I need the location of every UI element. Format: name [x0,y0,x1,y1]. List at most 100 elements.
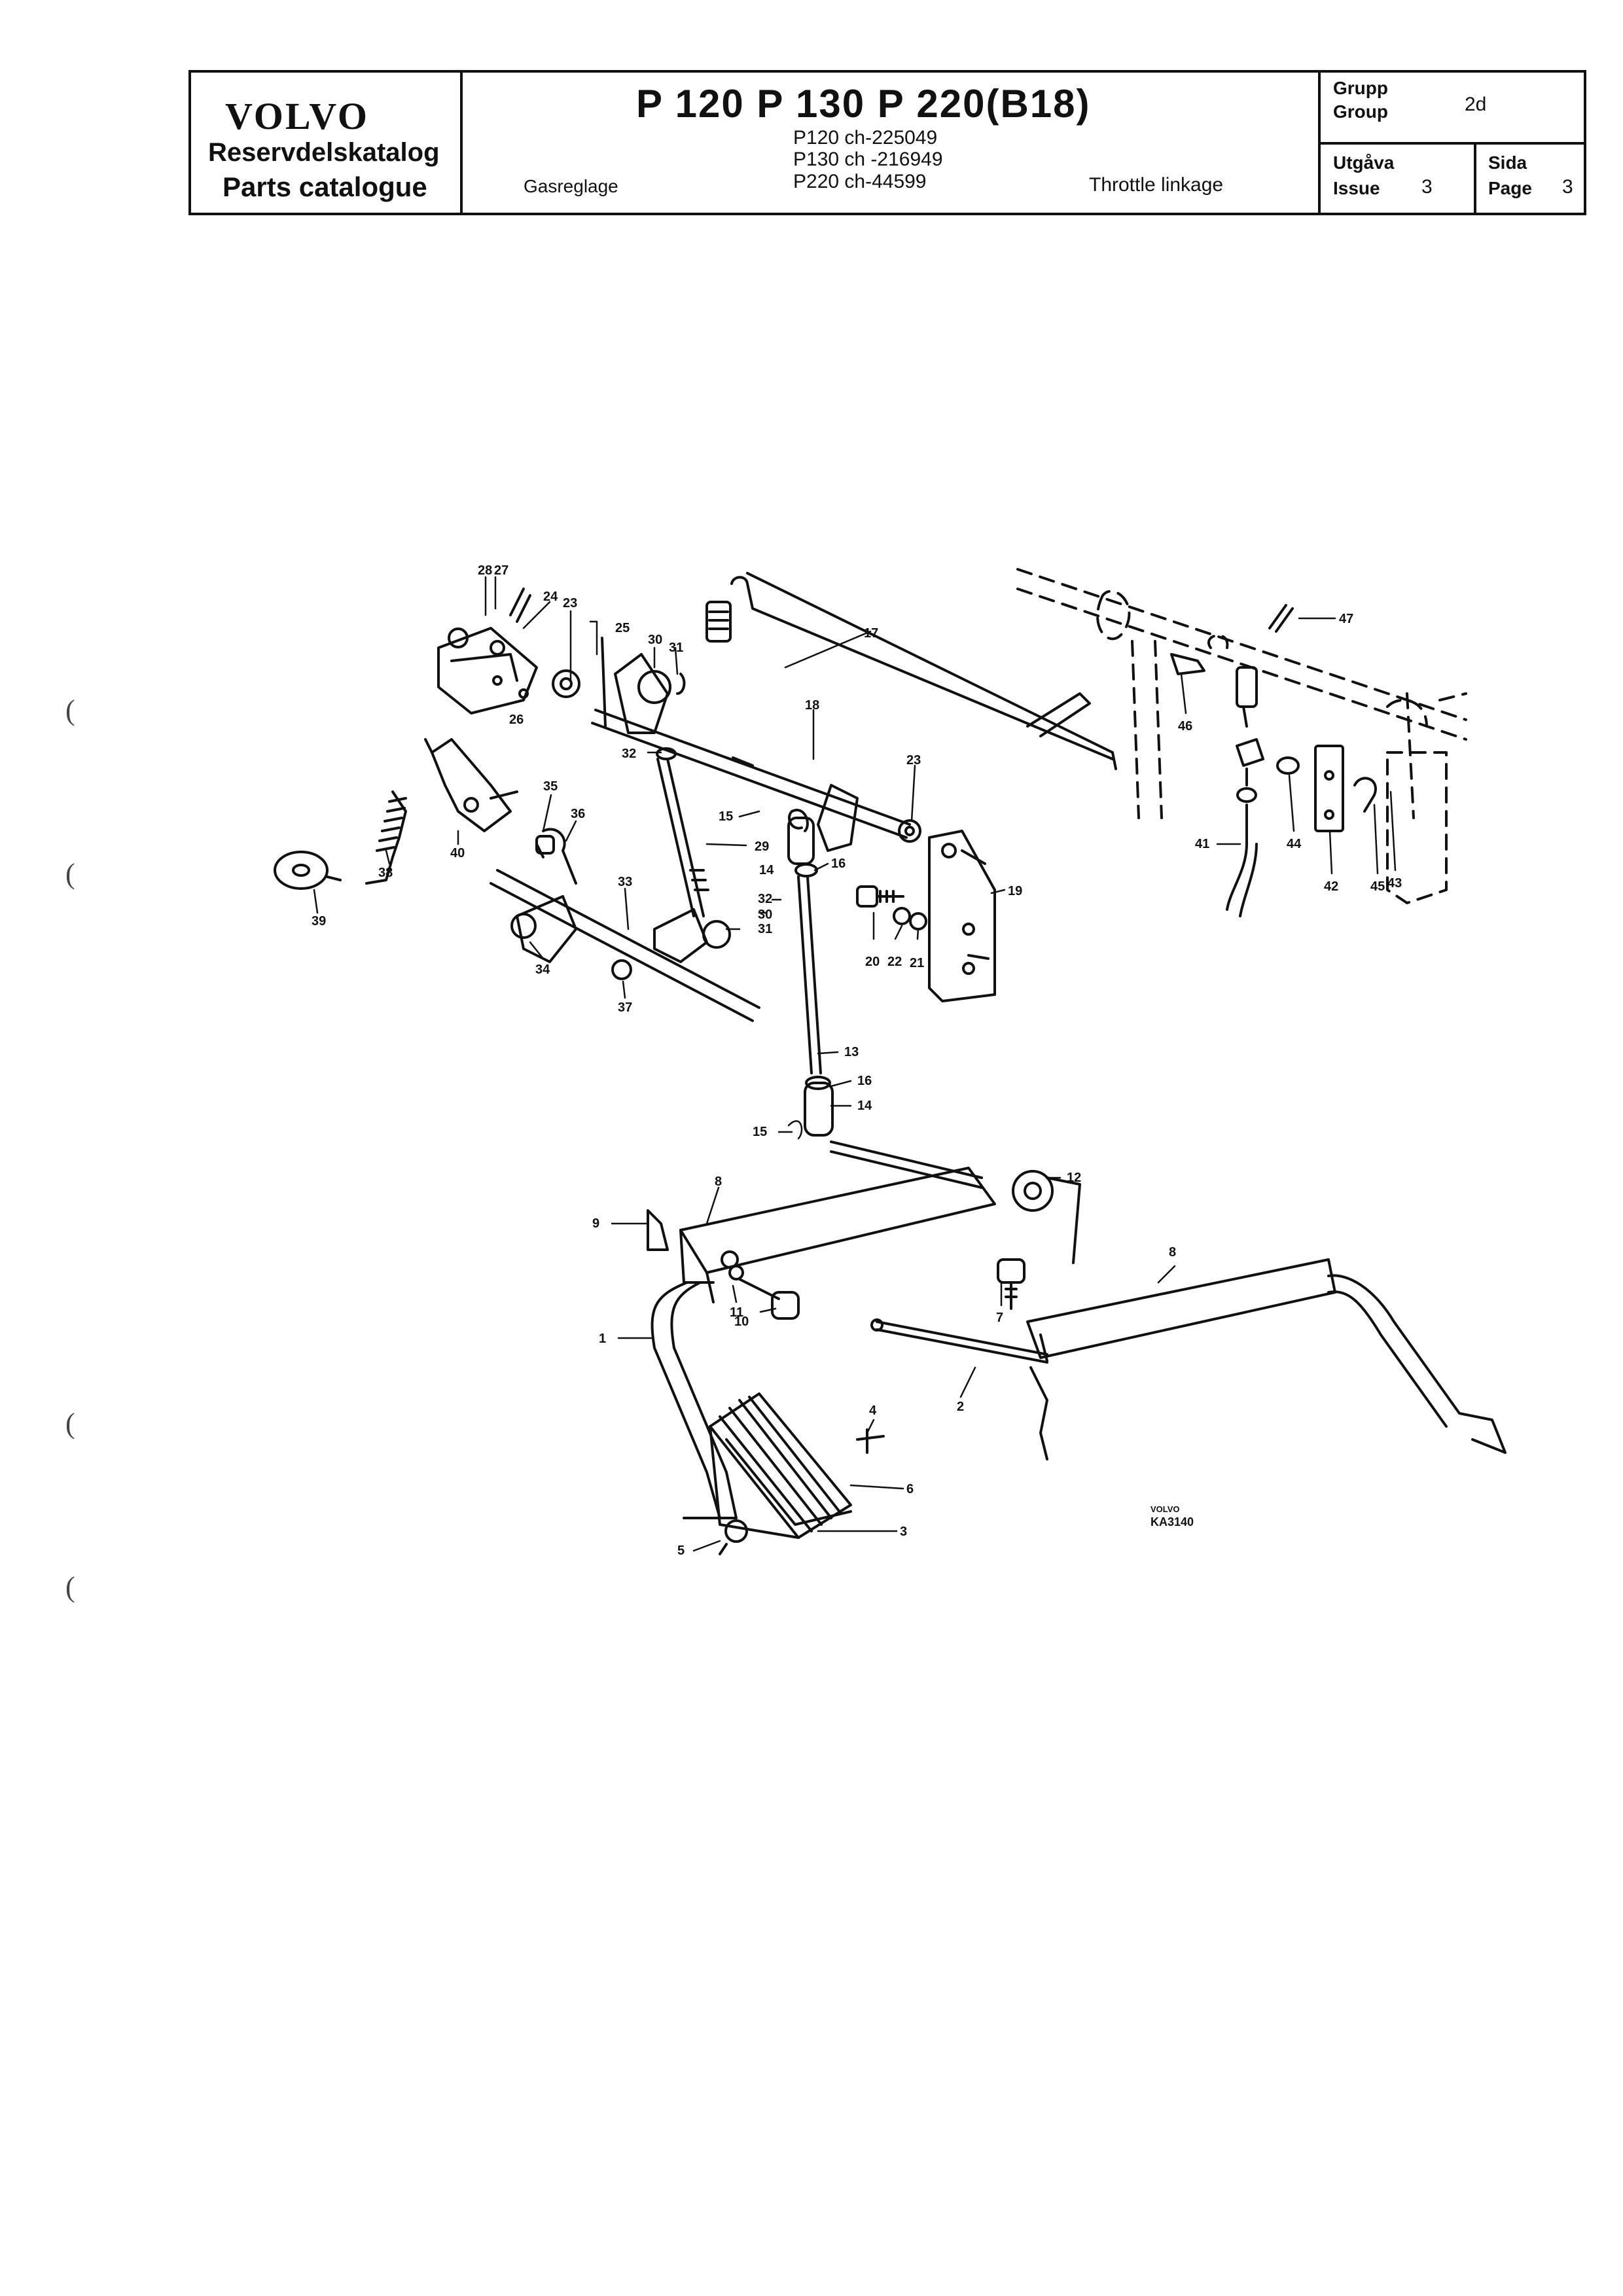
callout: 24 [543,590,558,604]
callout: 7 [996,1311,1004,1325]
callout: 26 [509,713,524,727]
lever-assembly-33 [490,828,760,1022]
callout: 8 [1169,1245,1177,1260]
callout: 5 [677,1544,685,1558]
figure-code: KA3140 [1150,1515,1194,1528]
spring-bracket-38-40 [274,738,518,890]
callout: 38 [378,866,393,880]
callout: 29 [755,839,770,854]
callout: 1 [599,1332,607,1346]
callout: 31 [758,922,773,936]
callout: 6 [906,1482,914,1496]
callout: 15 [719,809,734,824]
callout: 12 [1067,1171,1082,1185]
callout: 36 [571,807,586,821]
callout: 21 [910,956,925,970]
callout: 23 [906,753,921,768]
bolt-20-22-21 [856,885,927,930]
figure-brand-mark: VOLVO [1150,1504,1180,1514]
callout: 42 [1324,879,1339,894]
callout: 25 [615,621,630,635]
callout: 19 [1008,884,1023,898]
callout: 44 [1287,837,1302,851]
callout: 32 [622,747,637,761]
callout: 27 [494,563,509,578]
callout: 8 [715,1174,722,1189]
catalog-title-sv: Reservdelskatalog [208,138,440,167]
pedal-bracket-8-left [647,1167,1081,1320]
brand-logo: VOLVO [225,95,370,137]
link-rod-29 [656,747,709,917]
model-list: P 120 P 130 P 220(B18) [636,82,1091,126]
group-label-en: Group [1333,101,1388,122]
callout: 17 [864,626,879,641]
callout: 35 [543,779,558,794]
issue-label-en: Issue [1333,178,1380,198]
catalog-title-en: Parts catalogue [223,171,427,202]
section-title-sv: Gasreglage [524,176,618,196]
issue-label-sv: Utgåva [1333,152,1395,173]
callout: 31 [669,641,684,655]
callout: 15 [753,1125,768,1139]
callout: 16 [857,1074,872,1088]
callout: 22 [887,955,902,969]
callout: 18 [805,698,820,713]
page-value: 3 [1562,176,1573,198]
callout: 47 [1339,612,1354,626]
callout: 23 [563,596,578,610]
group-value: 2d [1465,94,1487,115]
callout: 33 [618,875,633,889]
callout: 2 [957,1400,965,1414]
callout: 20 [865,955,880,969]
vertical-rod-13 [787,810,834,1137]
callout: 10 [734,1315,749,1329]
pedal-pad-6 [709,1392,885,1555]
callout: 43 [1387,876,1402,891]
body-outline-dashed [1016,568,1467,904]
pedal-bracket-8-right [870,1258,1507,1460]
callout: 28 [478,563,493,578]
callout: 11 [730,1305,744,1320]
callout: 40 [450,846,465,860]
binder-hole-mark: ( [65,1571,75,1603]
bracket-26 [437,588,580,715]
chassis-p130: P130 ch -216949 [793,149,943,170]
binder-hole-mark: ( [65,858,75,890]
callout: 45 [1370,879,1385,894]
lever-ball-30-upper [601,637,686,734]
callout: 34 [535,963,550,977]
section-title-en: Throttle linkage [1089,174,1224,196]
lever-shaft-18 [791,784,921,852]
header-box: VOLVO Reservdelskatalog Parts catalogue … [188,70,1586,215]
header-divider [1474,142,1476,213]
group-label-sv: Grupp [1333,78,1388,98]
cable-assembly-41-47 [1170,604,1377,917]
binder-hole-mark: ( [65,694,75,726]
callout: 32 [758,892,773,906]
chassis-p220: P220 ch-44599 [793,171,927,192]
callout: 13 [844,1045,859,1059]
callout: 16 [831,857,846,871]
binder-hole-mark: ( [65,1407,75,1439]
callout: 46 [1178,719,1193,733]
callout: 30 [758,908,773,922]
bracket-plate-19 [928,830,996,1002]
page-label-en: Page [1488,178,1532,198]
callout: 4 [869,1404,877,1418]
header-divider [1318,142,1584,145]
leader-lines [313,576,1397,1552]
callout: 37 [618,1000,633,1015]
cross-shaft-17 [705,572,1117,770]
callout: 9 [592,1216,600,1231]
cross-shaft-18 [591,709,911,839]
issue-value: 3 [1421,176,1433,198]
header-divider [460,73,463,213]
callout: 3 [900,1525,908,1539]
pedal-arm-1 [651,1281,738,1519]
callout: 41 [1195,837,1210,851]
page-label-sv: Sida [1488,152,1527,173]
callout: 39 [312,914,327,928]
callout: 14 [857,1099,872,1113]
